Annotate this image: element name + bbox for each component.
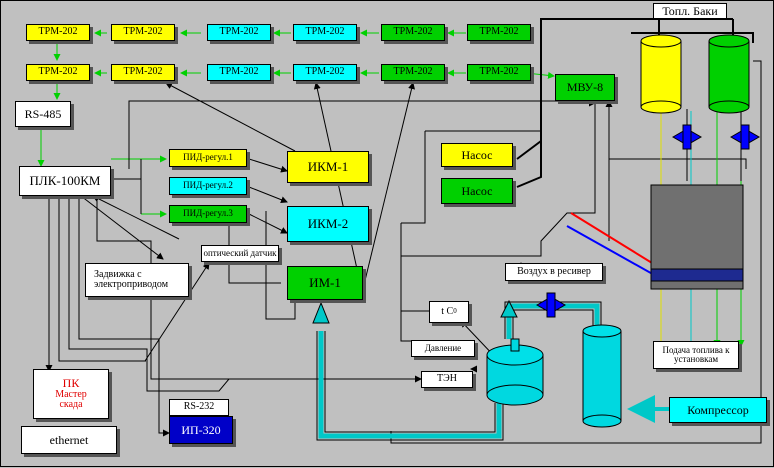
pc-master-scada: ПК Мастер скада [33,369,109,419]
trm-202-r1-1: ТРМ-202 [26,24,90,41]
trm-202-r2-6: ТРМ-202 [467,64,531,81]
trm-202-r2-4: ТРМ-202 [293,64,357,81]
compressor-label: Компрессор [669,397,767,423]
mvu-8: МВУ-8 [555,74,615,101]
trm-202-r2-2: ТРМ-202 [111,64,175,81]
ethernet-label: ethernet [21,426,117,454]
trm-202-r1-6: ТРМ-202 [467,24,531,41]
receiver-tank [486,338,544,406]
trm-202-r1-4: ТРМ-202 [293,24,357,41]
pid-regulator-1: ПИД-регул.1 [169,149,247,167]
motorized-valve-line1: Задвижка с [94,268,142,280]
fuel-supply-line1: Подача топлива к [662,344,730,355]
fuel-tank-yellow [640,34,682,114]
compressor-tank [582,324,622,428]
im-1: ИМ-1 [287,266,363,300]
trm-202-r1-5: ТРМ-202 [381,24,445,41]
rs232-label: RS-232 [169,399,229,416]
pc-scada-label: скада [59,399,83,411]
trm-202-r1-2: ТРМ-202 [111,24,175,41]
air-to-receiver-label: Воздух в ресивер [505,263,603,281]
fuel-tanks-label: Топл. Баки [653,3,727,19]
heater-ten: ТЭН [421,371,473,388]
rs485-label: RS-485 [15,101,71,127]
pump-2: Насос [441,178,513,204]
pressure-sensor: Давление [411,340,475,357]
pid-regulator-3: ПИД-регул.3 [169,205,247,223]
temperature-label: t C [441,305,454,317]
trm-chain-arrows [37,29,555,218]
temperature-degree: 0 [453,307,457,316]
fuel-supply-line2: установкам [673,354,719,364]
pid-regulator-2: ПИД-регул.2 [169,177,247,195]
fuel-supply-label: Подача топлива к установкам [653,341,739,369]
fuel-tank-green [708,34,750,114]
motorized-valve-line2: электроприводом [94,279,169,290]
motorized-valve: Задвижка с электроприводом [85,263,189,297]
ikm-1: ИКМ-1 [287,151,369,183]
pc-label: ПК [62,376,80,391]
pump-1: Насос [441,143,513,167]
trm-202-r1-3: ТРМ-202 [207,24,271,41]
trm-202-r2-3: ТРМ-202 [207,64,271,81]
ip-320-panel: ИП-320 [169,416,233,444]
valve-icons [535,124,761,318]
pc-master-label: Мастер [55,388,87,400]
optical-sensor: оптический датчик [201,245,279,262]
trm-202-r2-1: ТРМ-202 [26,64,90,81]
ikm-2: ИКМ-2 [287,206,369,242]
trm-202-r2-5: ТРМ-202 [381,64,445,81]
plc-100km: ПЛК-100КМ [19,166,111,196]
